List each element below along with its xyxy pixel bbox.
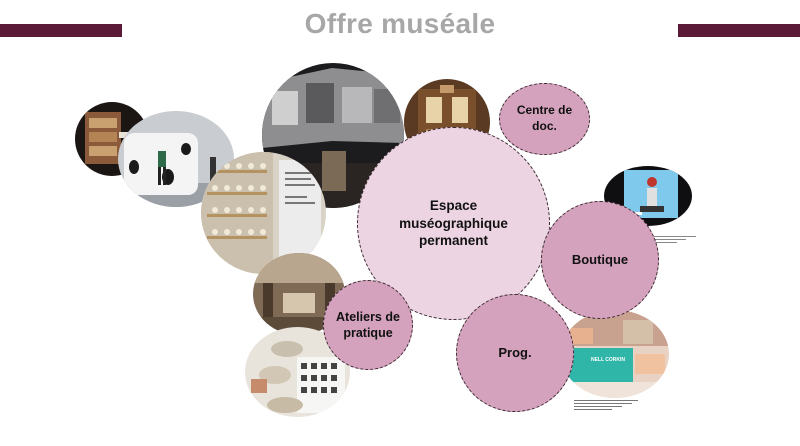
bubble-ateliers[interactable]: Ateliers de pratique (323, 280, 413, 370)
bubble-prog-label: Prog. (498, 344, 532, 360)
slide-title: Offre muséale (304, 8, 496, 39)
bubble-centre-doc-label: Centre de doc. (516, 103, 573, 133)
bubble-centre-doc[interactable]: Centre de doc. (499, 83, 590, 155)
accent-bar-left (0, 24, 122, 37)
poster-caption-lines (574, 398, 638, 418)
bubble-prog[interactable]: Prog. (456, 294, 574, 412)
bubble-boutique-label: Boutique (571, 251, 629, 267)
photo-library-hall (253, 253, 345, 335)
photo-glassware (201, 152, 326, 274)
photo-program-poster (561, 310, 669, 398)
poster-banner-text: NELL CORKIN (590, 357, 626, 363)
bubble-ateliers-label: Ateliers de pratique (336, 309, 400, 340)
bubble-boutique[interactable]: Boutique (541, 201, 659, 319)
accent-bar-right (678, 24, 800, 37)
illustration-caption-lines (648, 234, 696, 246)
photo-projection-room (262, 63, 404, 208)
bubble-espace-label: Espace muséographique permanent (399, 198, 508, 249)
